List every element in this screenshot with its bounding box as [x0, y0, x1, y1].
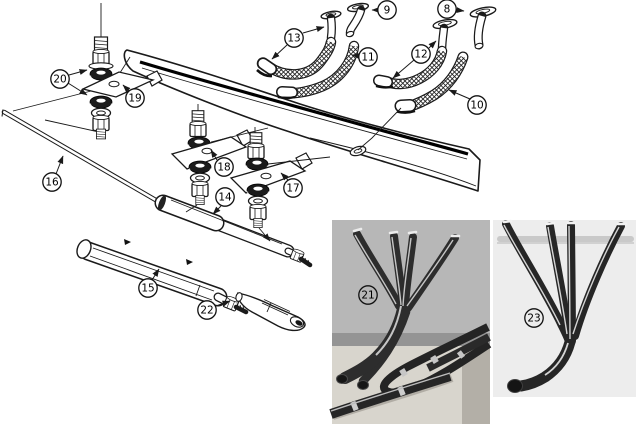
- clamp-assembly-center: [170, 104, 269, 213]
- callout-8: 8: [437, 0, 457, 19]
- callout-22: 22: [197, 300, 217, 320]
- callout-17-label: 17: [286, 183, 299, 195]
- callout-15: 15: [138, 278, 158, 298]
- flex-pipe-13: [256, 10, 342, 76]
- callout-8-label: 8: [444, 4, 451, 16]
- callout-14-label: 14: [218, 192, 232, 204]
- callout-10: 10: [467, 95, 487, 115]
- callout-23: 23: [524, 308, 544, 328]
- callout-11: 11: [358, 47, 378, 67]
- callout-19-label: 19: [128, 93, 141, 105]
- callout-bubbles: 8 9 10 11 12 13 14 15 16 17 18 19 20 22: [42, 0, 487, 320]
- callout-21: 21: [358, 285, 378, 305]
- flanged-pipe-9: [345, 2, 370, 38]
- callout-14: 14: [215, 187, 235, 207]
- callout-21-circle: [358, 285, 378, 305]
- callout-21-label: 21: [361, 290, 374, 302]
- callout-17: 17: [283, 178, 303, 198]
- callout-18-label: 18: [217, 162, 230, 174]
- callout-12: 12: [411, 44, 431, 64]
- photo-header-21: 21: [329, 220, 492, 424]
- flanged-pipe-8: [469, 6, 497, 50]
- direction-arrow-icon: [186, 259, 193, 265]
- blade-slot: [349, 145, 367, 157]
- photo-21-foreground-pipes: [329, 323, 492, 419]
- direction-arrow-icon: [124, 239, 131, 245]
- callout-16: 16: [42, 172, 62, 192]
- callout-23-circle: [524, 308, 544, 328]
- photo-header-23: 23: [493, 219, 636, 397]
- callout-20: 20: [50, 69, 70, 89]
- callout-19: 19: [125, 88, 145, 108]
- slip-joint-pipe: [235, 292, 306, 332]
- callout-9-label: 9: [384, 5, 391, 17]
- callout-16-label: 16: [45, 177, 59, 189]
- callout-23-label: 23: [527, 313, 540, 325]
- flex-hose-11: [276, 46, 354, 100]
- clamp-bracket: [81, 70, 163, 98]
- clamp-assembly-left: [81, 3, 163, 140]
- callout-22-label: 22: [200, 305, 213, 317]
- photo-23-hanger-bar: [497, 236, 634, 242]
- callout-12-label: 12: [414, 49, 427, 61]
- flex-pipe-12: [373, 18, 458, 87]
- front-blade-bar: [117, 49, 481, 192]
- clamp-bracket: [229, 152, 313, 194]
- leader-lines: [55, 7, 471, 307]
- callout-9: 9: [377, 0, 397, 20]
- flex-hose-10: [357, 57, 463, 151]
- callout-13: 13: [284, 28, 304, 48]
- callout-15-label: 15: [141, 283, 154, 295]
- clamp-bracket: [170, 129, 254, 170]
- sleeved-tube: [154, 194, 313, 268]
- callout-20-label: 20: [53, 74, 66, 86]
- clamp-assembly-right: [229, 127, 331, 242]
- callout-18: 18: [214, 157, 234, 177]
- callout-10-label: 10: [470, 100, 483, 112]
- callout-13-label: 13: [287, 33, 300, 45]
- callout-11-label: 11: [361, 52, 374, 64]
